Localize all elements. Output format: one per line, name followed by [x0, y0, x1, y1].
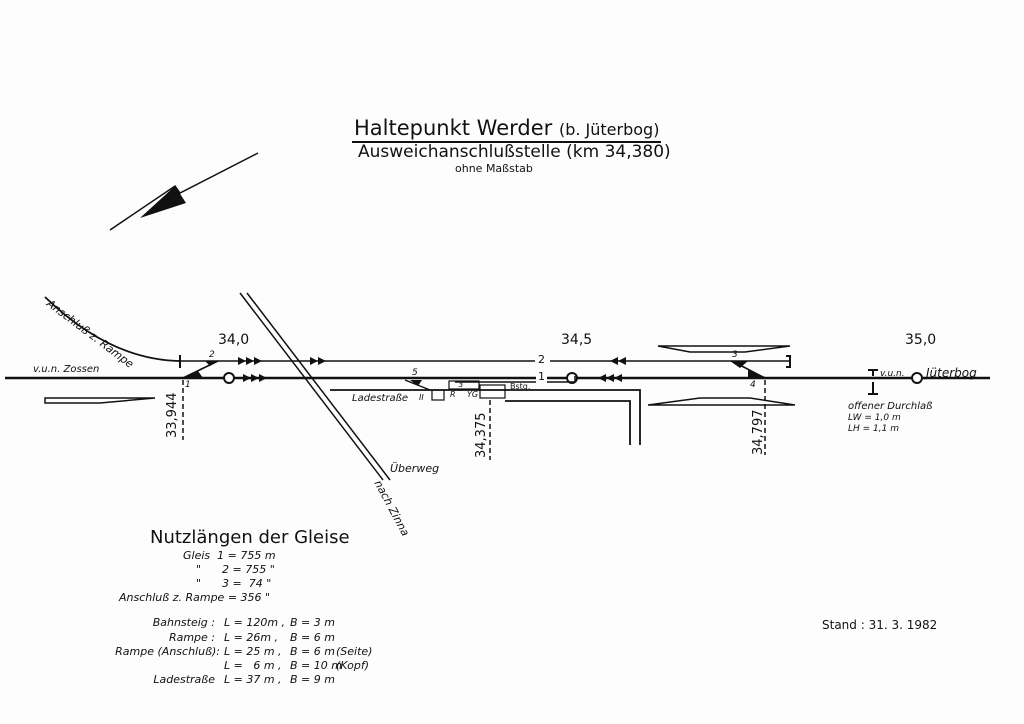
dim-width: B = 10 m — [290, 659, 342, 672]
km-post-label: 34,375 — [474, 412, 489, 459]
ramp-label: R — [450, 390, 456, 399]
dim-length: L = 120m , — [224, 616, 286, 629]
dim-length: L = 26m , — [224, 631, 279, 644]
km-marker: 35,0 — [905, 332, 937, 348]
road-crossing — [239, 292, 391, 481]
dim-width: B = 9 m — [290, 673, 335, 686]
direction-arrows-left — [598, 357, 626, 382]
dim-length: L = 25 m , — [224, 645, 282, 658]
zossen-label: v.u.n. Zossen — [33, 364, 100, 375]
durchlass-lw: LW = 1,0 m — [848, 413, 901, 423]
table-row: " 2 = 755 " — [196, 563, 275, 576]
nutzlaengen-heading: Nutzlängen der Gleise — [150, 527, 350, 548]
table-row: " 3 = 74 " — [196, 577, 272, 590]
switch-1-label: 1 — [185, 380, 191, 390]
platform-label: Bstg. — [510, 382, 531, 391]
dim-length: L = 6 m , — [224, 659, 282, 672]
page-subtitle: Ausweichanschlußstelle (km 34,380) — [358, 142, 671, 162]
switch-2-label: 2 — [209, 350, 215, 360]
dim-length: L = 37 m , — [224, 673, 282, 686]
km-post-label: 33,944 — [165, 392, 180, 439]
switch-2-icon — [205, 361, 218, 366]
page-title: Haltepunkt Werder (b. Jüterbog) — [352, 116, 662, 143]
durchlass-title: offener Durchlaß — [848, 401, 933, 412]
dim-label: Ladestraße — [153, 673, 215, 686]
durchlass-lh: LH = 1,1 m — [848, 424, 899, 434]
table-row: Anschluß z. Rampe = 356 " — [119, 591, 271, 604]
roman-2-label: II — [419, 393, 424, 402]
km-post-lines — [182, 380, 766, 460]
switch-3-label: 3 — [732, 350, 738, 360]
km-marker: 34,0 — [218, 332, 250, 348]
yg-label: YG — [467, 390, 479, 399]
dim-label: Rampe : — [168, 631, 215, 644]
km-post-label: 34,797 — [751, 409, 766, 456]
switch-1-icon — [183, 371, 203, 378]
ueberweg-label: Überweg — [390, 462, 440, 475]
dim-width: B = 6 m — [290, 631, 335, 644]
km-marker: 34,5 — [561, 332, 593, 348]
stand-date: Stand : 31. 3. 1982 — [822, 618, 938, 632]
dim-note: (Kopf) — [336, 659, 369, 672]
north-arrow-icon — [109, 152, 259, 231]
table-row: Gleis 1 = 755 m — [183, 549, 276, 562]
switch-4-icon — [748, 370, 765, 378]
switch-5-icon — [410, 380, 422, 386]
dim-label: Bahnsteig : — [152, 616, 215, 629]
platform — [44, 345, 796, 406]
loading-road — [330, 376, 641, 445]
track-3-siding-label: 3 — [458, 380, 464, 389]
jueterbog-prefix: v.u.n. — [880, 369, 905, 379]
dim-width: B = 3 m — [290, 616, 335, 629]
culvert-icon — [868, 369, 878, 395]
switch-4-label: 4 — [750, 380, 756, 390]
dim-width: B = 6 m — [290, 645, 335, 658]
direction-arrows-right — [238, 357, 326, 382]
dim-note: (Seite) — [336, 645, 373, 658]
dim-label: Rampe (Anschluß): — [115, 645, 220, 658]
signal-icon — [223, 372, 235, 384]
buffer-stop-icon — [786, 355, 791, 368]
signal-icon — [911, 372, 923, 384]
track-1-label: 1 — [536, 370, 547, 383]
anschluss-track — [44, 296, 181, 362]
ladestrasse-label: Ladestraße — [352, 393, 409, 404]
scale-note: ohne Maßstab — [455, 162, 533, 175]
jueterbog-label: Jüterbog — [926, 366, 977, 380]
switch-5-label: 5 — [412, 368, 418, 378]
track-2-label: 2 — [538, 353, 545, 366]
switch-3-icon — [730, 361, 748, 368]
